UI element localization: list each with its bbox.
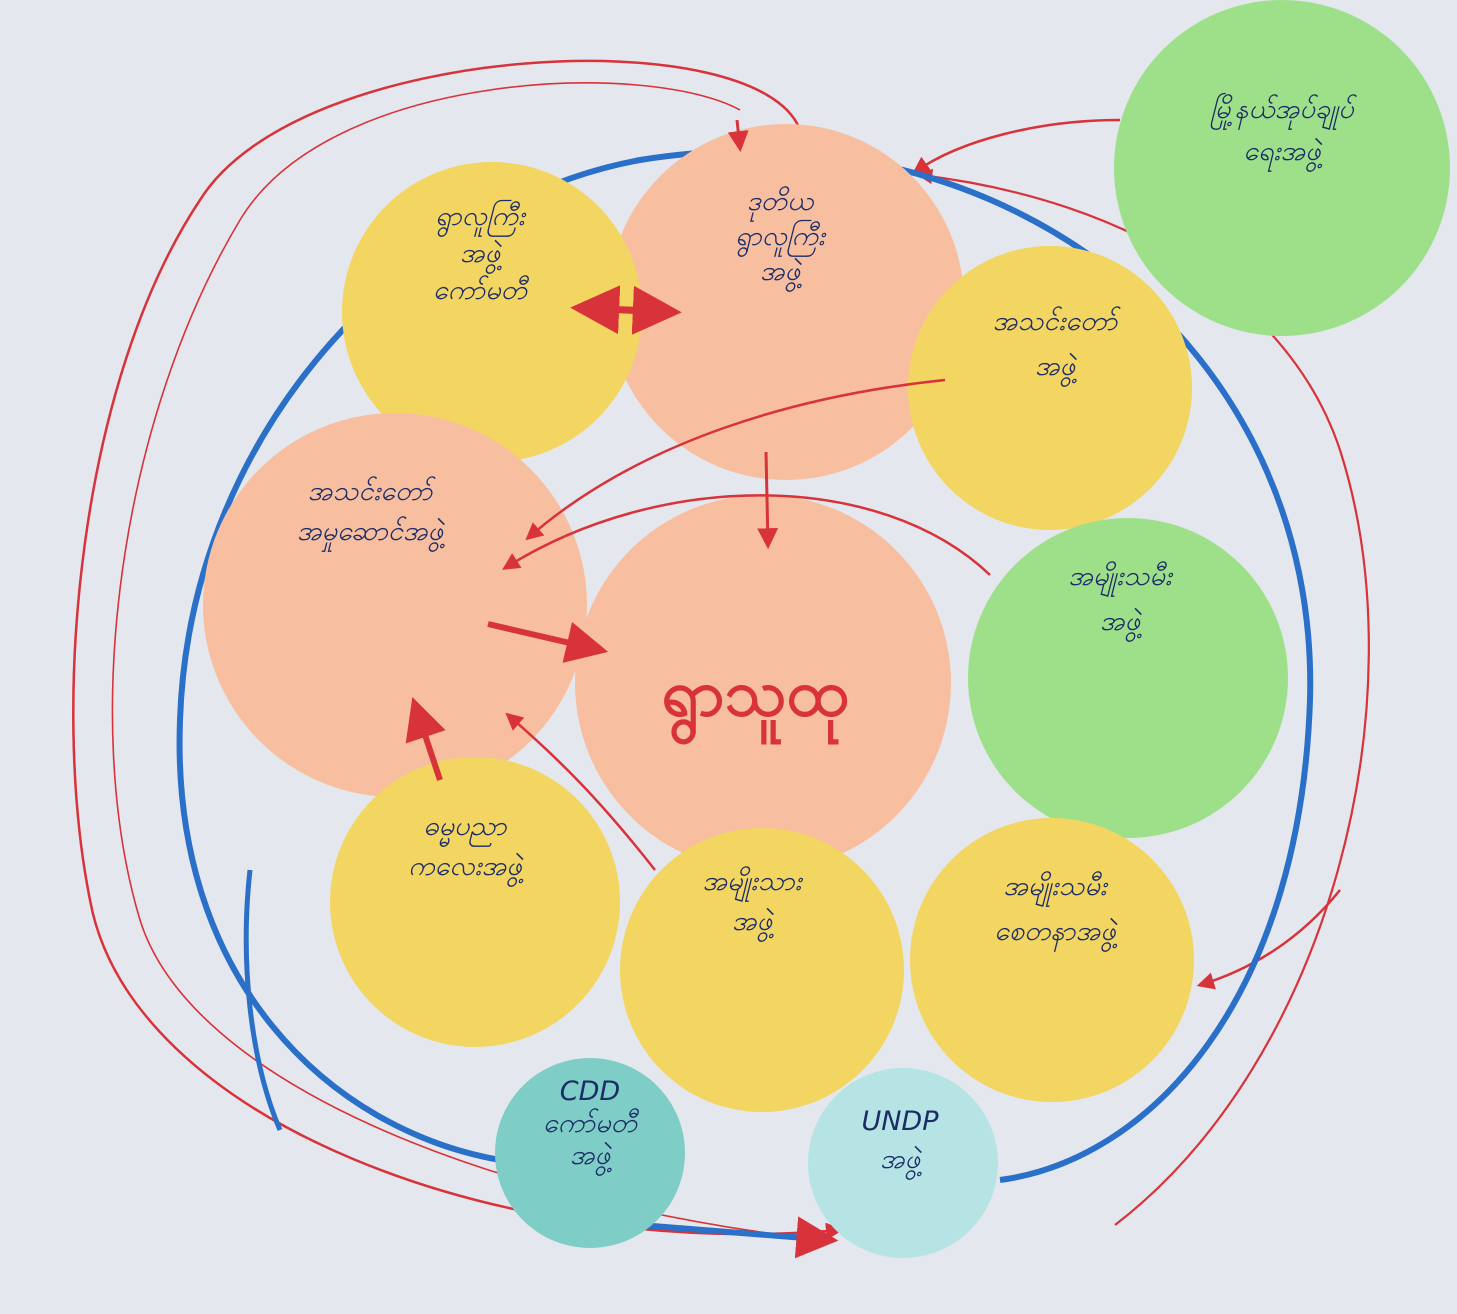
node-label-line: ဒုတိယ (747, 186, 815, 222)
node-label-line: အဖွဲ့ (732, 906, 775, 942)
node-village-committee: ရွာလူကြီး အဖွဲ့ ကော်မတီ (342, 162, 642, 462)
node-label-line: CDD (560, 1076, 620, 1107)
node-label-line: မြို့နယ်အုပ်ချုပ် (1210, 92, 1357, 130)
arrow-to-women-volunteer (1196, 889, 1341, 990)
node-label-line: အသင်းတော် (308, 476, 436, 507)
arrow-township-to-ward (912, 118, 1121, 175)
node-label-line: ကော်မတီ (543, 1108, 640, 1139)
node-label-line: အဖွဲ့ (760, 256, 803, 292)
node-label-line: အမျိုးသမီး (1068, 561, 1174, 597)
node-label-line: အဖွဲ့ (460, 238, 503, 274)
node-church-exec: အသင်းတော် အမှုဆောင်အဖွဲ့ (203, 413, 587, 797)
node-label-line: အဖွဲ့ (1035, 351, 1078, 387)
blue-arrow-cdd-to-undp (639, 1216, 839, 1259)
node-label-line: စေတနာအဖွဲ့ (994, 916, 1118, 952)
node-women-volunteer: အမျိုးသမီး စေတနာအဖွဲ့ (910, 818, 1194, 1102)
node-label-line: အမျိုးသား (702, 866, 803, 902)
node-label-line: UNDP (861, 1106, 939, 1137)
outer-red-loop-inner (111, 82, 821, 1241)
arrow-committee-ward (570, 285, 682, 335)
node-label-line: အဖွဲ့ (570, 1140, 613, 1176)
node-undp: UNDP အဖွဲ့ (808, 1068, 998, 1258)
node-sunday-school: ဓမ္မပညာ ကလေးအဖွဲ့ (330, 757, 620, 1047)
node-label-line: အမှုဆောင်အဖွဲ့ (297, 516, 446, 552)
blue-side-stroke (243, 869, 283, 1131)
node-label-line: ရွာလူကြီး (435, 199, 527, 237)
node-township-admin: မြို့နယ်အုပ်ချုပ် ရေးအဖွဲ့ (1114, 0, 1450, 336)
center-label: ရွာသူထု (662, 657, 849, 744)
node-label-line: ရေးအဖွဲ့ (1243, 136, 1323, 172)
arrow-men-to-exec (505, 712, 656, 871)
node-label-line: ရွာလူကြီး (735, 219, 827, 257)
arrow-ward-to-center (757, 451, 779, 550)
node-label-line: အဖွဲ့ (880, 1144, 923, 1180)
arrow-into-ward (727, 119, 749, 153)
node-women: အမျိုးသမီး အဖွဲ့ (968, 518, 1288, 838)
arrow-women-to-exec (502, 494, 991, 576)
node-label-line: အမျိုးသမီး (1003, 871, 1109, 907)
node-cdd-committee: CDD ကော်မတီ အဖွဲ့ (495, 1058, 685, 1248)
node-label-line: ကလေးအဖွဲ့ (408, 851, 524, 887)
outer-red-loop (72, 59, 844, 1240)
node-church: အသင်းတော် အဖွဲ့ (908, 246, 1192, 530)
node-ward-admin: ဒုတိယ ရွာလူကြီး အဖွဲ့ (608, 124, 964, 480)
node-community-center: ရွာသူထု (575, 495, 951, 871)
arrow-sunday-to-exec (405, 697, 446, 781)
arrow-exec-to-center (487, 621, 609, 663)
node-label-line: ဓမ္မပညာ (423, 811, 507, 847)
node-label-line: အသင်းတော် (993, 306, 1121, 337)
node-men: အမျိုးသား အဖွဲ့ (620, 828, 904, 1112)
node-label-line: အဖွဲ့ (1100, 606, 1143, 642)
arrow-church-to-exec (525, 378, 946, 541)
node-label-line: ကော်မတီ (433, 275, 530, 306)
